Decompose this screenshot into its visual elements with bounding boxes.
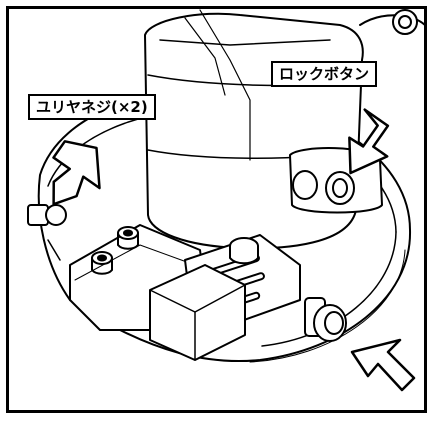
handle-top: [359, 9, 424, 35]
lock-button-label: ロックボタン: [271, 61, 378, 87]
set-screws-label: ユリヤネジ(×2): [28, 94, 156, 120]
side-screw-left: [27, 204, 67, 261]
hollow-arrow-icon: [52, 108, 416, 392]
adjust-knob-right: [304, 297, 347, 342]
set-screw-1: [117, 226, 139, 250]
set-screw-2: [91, 251, 113, 275]
front-clamp-block: [149, 264, 246, 361]
center-knob: [229, 237, 259, 265]
